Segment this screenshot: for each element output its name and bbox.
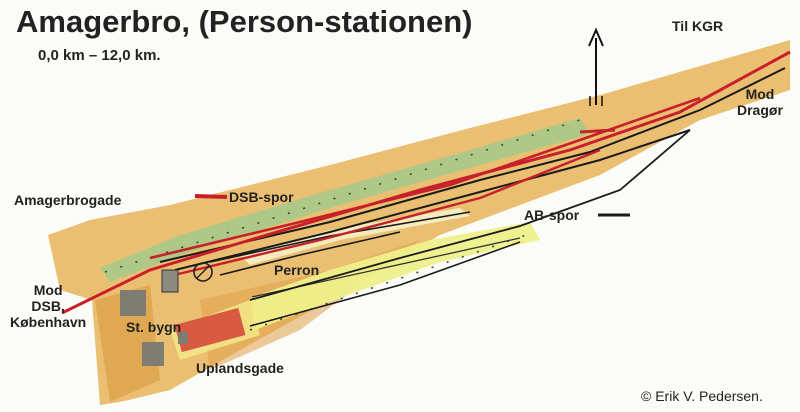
ab-track [219,231,401,276]
label-mod-dsb: Mod DSB, København [10,282,87,330]
dsb-track [169,148,601,278]
small-building [142,342,164,366]
dsb-track [149,96,701,260]
dsb-track [61,50,791,315]
label-amagerbrogade: Amagerbrogade [14,192,122,208]
dsb-track-crossover [579,128,616,134]
station-building-st-bygn [174,307,246,353]
ab-track [249,241,521,327]
label-uplandsgade: Uplandsgade [196,360,284,376]
copyright-text: © Erik V. Pedersen. [641,388,763,404]
ab-track [159,67,786,263]
north-arrow-icon [588,27,604,106]
shed-building [178,332,188,344]
map-title: Amagerbro, (Person-stationen) [16,4,473,39]
turntable-icon [193,262,213,282]
map-subtitle: 0,0 km – 12,0 km. [38,47,161,64]
ab-track [209,211,471,263]
label-mod-dragor: Mod Dragør [737,86,783,118]
label-dsb-spor: DSB-spor [229,189,294,205]
ab-track [249,129,691,301]
label-ab-spor: AB-spor [524,207,580,223]
label-perron: Perron [274,262,320,278]
dsb-spor-legend-swatch [194,194,228,199]
shed-building [161,269,179,293]
label-st-bygn: St. bygn [126,319,182,335]
ab-track [174,129,691,271]
label-til-kgr: Til KGR [672,18,724,34]
small-building [120,290,146,316]
